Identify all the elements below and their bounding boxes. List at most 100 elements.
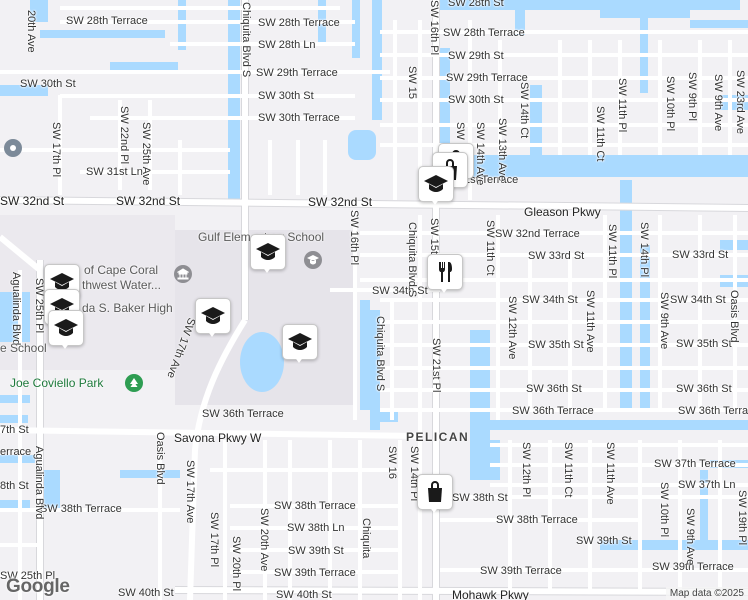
park-icon[interactable]	[125, 374, 143, 392]
street-label: SW 39th St	[288, 545, 344, 557]
street-label: SW 36th St	[526, 383, 582, 395]
street-label: SW 11th Pl	[606, 224, 618, 279]
street-label: SW 16th Pl	[428, 0, 440, 56]
street-label: SW 40th St	[276, 589, 332, 600]
street-label: SW 29th Terrace	[446, 72, 528, 84]
restaurant-pin[interactable]	[427, 254, 463, 294]
street-label: SW 33rd St	[672, 249, 729, 261]
street-label: SW 38th Terrace	[496, 514, 578, 526]
street-label: SW 14th Ave	[474, 122, 486, 186]
school-pin[interactable]	[282, 324, 318, 364]
street-label: SW 34th St	[522, 294, 578, 306]
street-label: SW 39th St	[576, 535, 632, 547]
street-label: Agualinda Blvd	[10, 272, 22, 346]
street-label: SW 36th St	[676, 383, 732, 395]
street-label: Mohawk Pkwy	[452, 588, 529, 600]
street-label: SW 28th Ln	[258, 39, 316, 51]
street-label: errace	[0, 446, 32, 458]
street-label: SW 30th St	[448, 94, 504, 106]
street-label: SW 25th Pl	[0, 570, 56, 582]
school-icon	[201, 307, 225, 324]
street-label: SW 35th St	[528, 339, 584, 351]
street-label: SW 25th Ave	[140, 122, 152, 186]
street-label: SW 39th Terrace	[480, 565, 562, 577]
street-label: SW 36th Terrace	[202, 408, 284, 420]
street-label: SW 11th Pl	[616, 78, 628, 133]
street-label: SW 11th Ct	[594, 106, 606, 162]
street-label: SW 17th Pl	[50, 122, 62, 178]
street-label: 1st Terrace	[464, 174, 519, 186]
street-label: SW 38th Terrace	[40, 503, 122, 515]
school-pin[interactable]	[195, 298, 231, 338]
street-label: SW 14th Ct	[518, 82, 530, 139]
school-icon	[424, 175, 448, 192]
street-label: SW 25th Pl	[33, 278, 45, 334]
area-label-pelican: PELICAN	[406, 430, 470, 444]
street-label: SW 39th Terrace	[274, 567, 356, 579]
street-label: SW 9th Ave	[684, 508, 696, 566]
street-label: SW 34th St	[670, 294, 726, 306]
place-icon[interactable]	[4, 139, 22, 157]
street-label: SW 20th Pl	[230, 536, 242, 592]
street-label: SW 13th Ave	[496, 118, 508, 182]
poi-nwest-water-label[interactable]: thwest Water...	[82, 278, 161, 292]
poi-baker-high-label[interactable]: da S. Baker High	[82, 301, 173, 315]
street-label: SW 37th Terrace	[654, 458, 736, 470]
street-label: SW 9th Ave	[658, 292, 670, 350]
street-label: SW 28th Terrace	[66, 15, 148, 27]
shopping-pin[interactable]	[417, 474, 453, 514]
street-label: SW 31st Ln	[86, 166, 143, 178]
street-label: SW 33rd St	[528, 250, 585, 262]
street-label: 7th St	[0, 424, 29, 436]
school-icon[interactable]	[304, 251, 322, 269]
street-label: SW 28th Terrace	[443, 27, 525, 39]
street-label: SW 32nd Terrace	[495, 228, 580, 240]
museum-icon[interactable]	[174, 265, 192, 283]
school-pin[interactable]	[418, 166, 454, 206]
street-label: SW 30th St	[20, 78, 76, 90]
street-label: SW 19th Pl	[736, 490, 748, 546]
street-label: SW 22nd Pl	[118, 106, 130, 165]
street-label: SW 36th Terrace	[678, 405, 748, 417]
poi-e-school-label[interactable]: e School	[0, 341, 47, 355]
street-label: SW 12th Pl	[520, 442, 532, 498]
poi-cape-coral-label[interactable]: of Cape Coral	[84, 263, 159, 277]
street-label: Chiquita Blvd S	[240, 2, 252, 78]
street-label: SW 11th Ave	[604, 442, 616, 505]
street-label: SW 40th St	[118, 587, 174, 599]
school-icon	[54, 319, 78, 336]
poi-coviello-park-label[interactable]: Joe Coviello Park	[10, 376, 104, 390]
street-label: SW 37th Ln	[678, 479, 736, 491]
street-label: Chiquita Blvd S	[406, 222, 418, 298]
street-label: 20th Ave	[25, 10, 37, 53]
street-label: Agualinda Blvd	[33, 446, 45, 520]
street-label: Chiquita Blvd S	[374, 316, 386, 392]
street-label: SW 21st Pl	[430, 338, 442, 393]
school-icon	[288, 333, 312, 350]
street-label: SW 17th Pl	[208, 512, 220, 568]
street-label: SW 29th Terrace	[256, 67, 338, 79]
street-label: SW 28th Terrace	[258, 17, 340, 29]
school-pin[interactable]	[48, 310, 84, 350]
street-label: SW 16	[386, 446, 398, 480]
map-attribution[interactable]: Map data ©2025	[665, 587, 748, 600]
street-label: SW 17th Ave	[184, 460, 196, 524]
street-label: SW 10th Pl	[658, 482, 670, 538]
street-label: SW 16th Pl	[348, 210, 360, 266]
google-logo: Google	[6, 576, 70, 597]
street-label: SW 39th Terrace	[652, 561, 734, 573]
street-label: SW 30th St	[258, 90, 314, 102]
street-label: SW 30th Terrace	[258, 112, 340, 124]
street-label: SW 28th St	[448, 0, 504, 9]
school-icon	[256, 243, 280, 260]
street-label: SW 38th St	[452, 492, 508, 504]
street-label: SW 35th St	[676, 338, 732, 350]
school-pin[interactable]	[250, 234, 286, 274]
street-label: SW 38th Terrace	[274, 500, 356, 512]
street-label: SW 34th St	[372, 285, 428, 297]
street-label: SW 29th St	[448, 50, 504, 62]
street-label: Oasis Blvd	[728, 290, 740, 343]
street-label: SW 14th Pl	[638, 222, 650, 278]
